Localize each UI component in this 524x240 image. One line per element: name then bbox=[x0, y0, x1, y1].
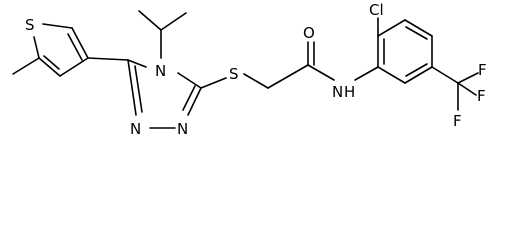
bond-triazole-c3-n2 bbox=[187, 87, 202, 116]
bond-phenyl-c6-c1 bbox=[377, 66, 406, 84]
bond-phenyl-c3-c4 bbox=[404, 19, 433, 37]
atom-n-amide: N bbox=[332, 83, 343, 101]
bond-thiophene-s-c2 bbox=[42, 23, 73, 29]
atom-s-thioether: S bbox=[229, 65, 239, 83]
bond-carbonyl-n bbox=[307, 64, 335, 81]
bond-triazole-n4-c3 bbox=[177, 72, 202, 89]
bond-c3-s bbox=[200, 77, 227, 89]
atom-n-ring-4: N bbox=[155, 62, 166, 80]
atom-labels: S N N N S O N H Cl F F F bbox=[25, 1, 487, 138]
bond-phenyl-c5-c6 bbox=[404, 66, 433, 84]
bond-thiophene-c3-c4 bbox=[59, 57, 89, 77]
bond-cf3-f1 bbox=[457, 72, 479, 84]
bond-thiophene-c5-s bbox=[33, 36, 40, 59]
bond-triazole-c3-n2-double bbox=[182, 85, 196, 111]
atom-s-thiophene: S bbox=[25, 16, 35, 34]
bond-isopropyl-methyl-right bbox=[160, 12, 187, 31]
bonds bbox=[12, 10, 479, 129]
molecule-structure: S N N N S O N H Cl F F F bbox=[12, 1, 487, 138]
bond-phenyl-c3-c4-double bbox=[405, 26, 428, 40]
bond-n-aryl bbox=[354, 66, 379, 81]
bond-thiophene-c4-c5-double bbox=[43, 55, 60, 70]
atom-n-ring-1: N bbox=[130, 120, 141, 138]
bond-triazole-n1-c5 bbox=[127, 59, 137, 116]
bond-isopropyl-methyl-left bbox=[138, 10, 162, 31]
atom-f-1: F bbox=[478, 61, 487, 79]
bond-thiophene-c2-c3-double bbox=[67, 33, 83, 61]
bond-s-ch2 bbox=[243, 73, 269, 89]
atom-f-3: F bbox=[453, 112, 462, 130]
atom-o-carbonyl: O bbox=[303, 24, 315, 42]
bond-thiophene-c2-c3 bbox=[71, 27, 89, 59]
atom-n-ring-2: N bbox=[177, 120, 188, 138]
bond-phenyl-c5-c6-double bbox=[405, 63, 428, 77]
bond-methyl bbox=[12, 57, 40, 75]
atom-f-2: F bbox=[477, 87, 486, 105]
bond-thiophene-c4-c5 bbox=[38, 57, 61, 77]
bond-cf3-f2 bbox=[457, 82, 477, 96]
atom-h-amide: H bbox=[344, 83, 355, 101]
bond-phenyl-c2-c3 bbox=[377, 19, 406, 37]
bond-phenyl-cf3 bbox=[431, 66, 459, 84]
bond-ch2-carbonyl bbox=[267, 64, 309, 89]
bond-triazole-c5-n4 bbox=[127, 59, 147, 68]
atom-cl: Cl bbox=[369, 1, 384, 19]
bond-triazole-n1-c5-double bbox=[134, 65, 143, 113]
bond-thiophene-triazole bbox=[87, 57, 129, 61]
